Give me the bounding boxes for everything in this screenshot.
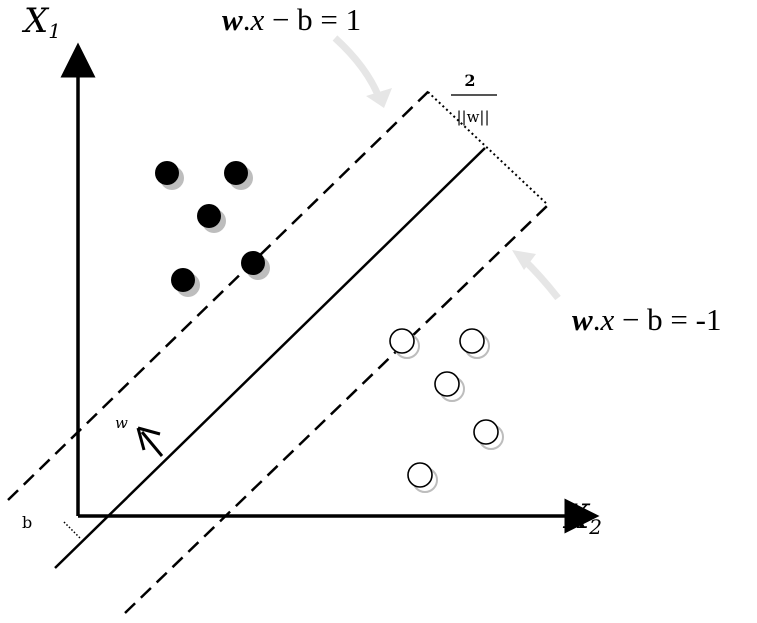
filled-point: [197, 204, 226, 233]
hollow-point: [407, 462, 438, 493]
fraction-denominator: ||w||: [456, 108, 489, 126]
filled-point: [171, 268, 200, 297]
normal-vector-label: w: [115, 414, 128, 432]
filled-point: [241, 251, 270, 280]
upper-margin-line: [7, 87, 433, 501]
pointer-arrow-upper: [332, 35, 392, 108]
hollow-point: [459, 328, 490, 359]
upper-margin-equation: w.x − b = 1: [222, 2, 361, 37]
class-hollow-points: [389, 328, 504, 493]
lower-margin-line: [124, 204, 549, 614]
fraction-numerator: 2: [464, 71, 475, 90]
filled-point: [224, 161, 253, 190]
vertical-axis-label: X1: [21, 1, 61, 43]
hollow-point: [434, 371, 465, 402]
lower-margin-equation: w.x − b = -1: [572, 302, 722, 337]
decision-boundary: [54, 147, 486, 569]
filled-point: [155, 161, 184, 190]
hollow-point: [473, 419, 504, 450]
class-filled-points: [155, 161, 270, 297]
margin-width-fraction: 2 ||w||: [451, 71, 497, 126]
horizontal-axis-label: X2: [562, 497, 602, 539]
pointer-arrow-lower: [512, 250, 561, 301]
hollow-point: [389, 328, 420, 359]
intercept-label: b: [22, 513, 32, 532]
normal-vector-arrow: [136, 426, 164, 457]
intercept-tick: [63, 521, 81, 539]
